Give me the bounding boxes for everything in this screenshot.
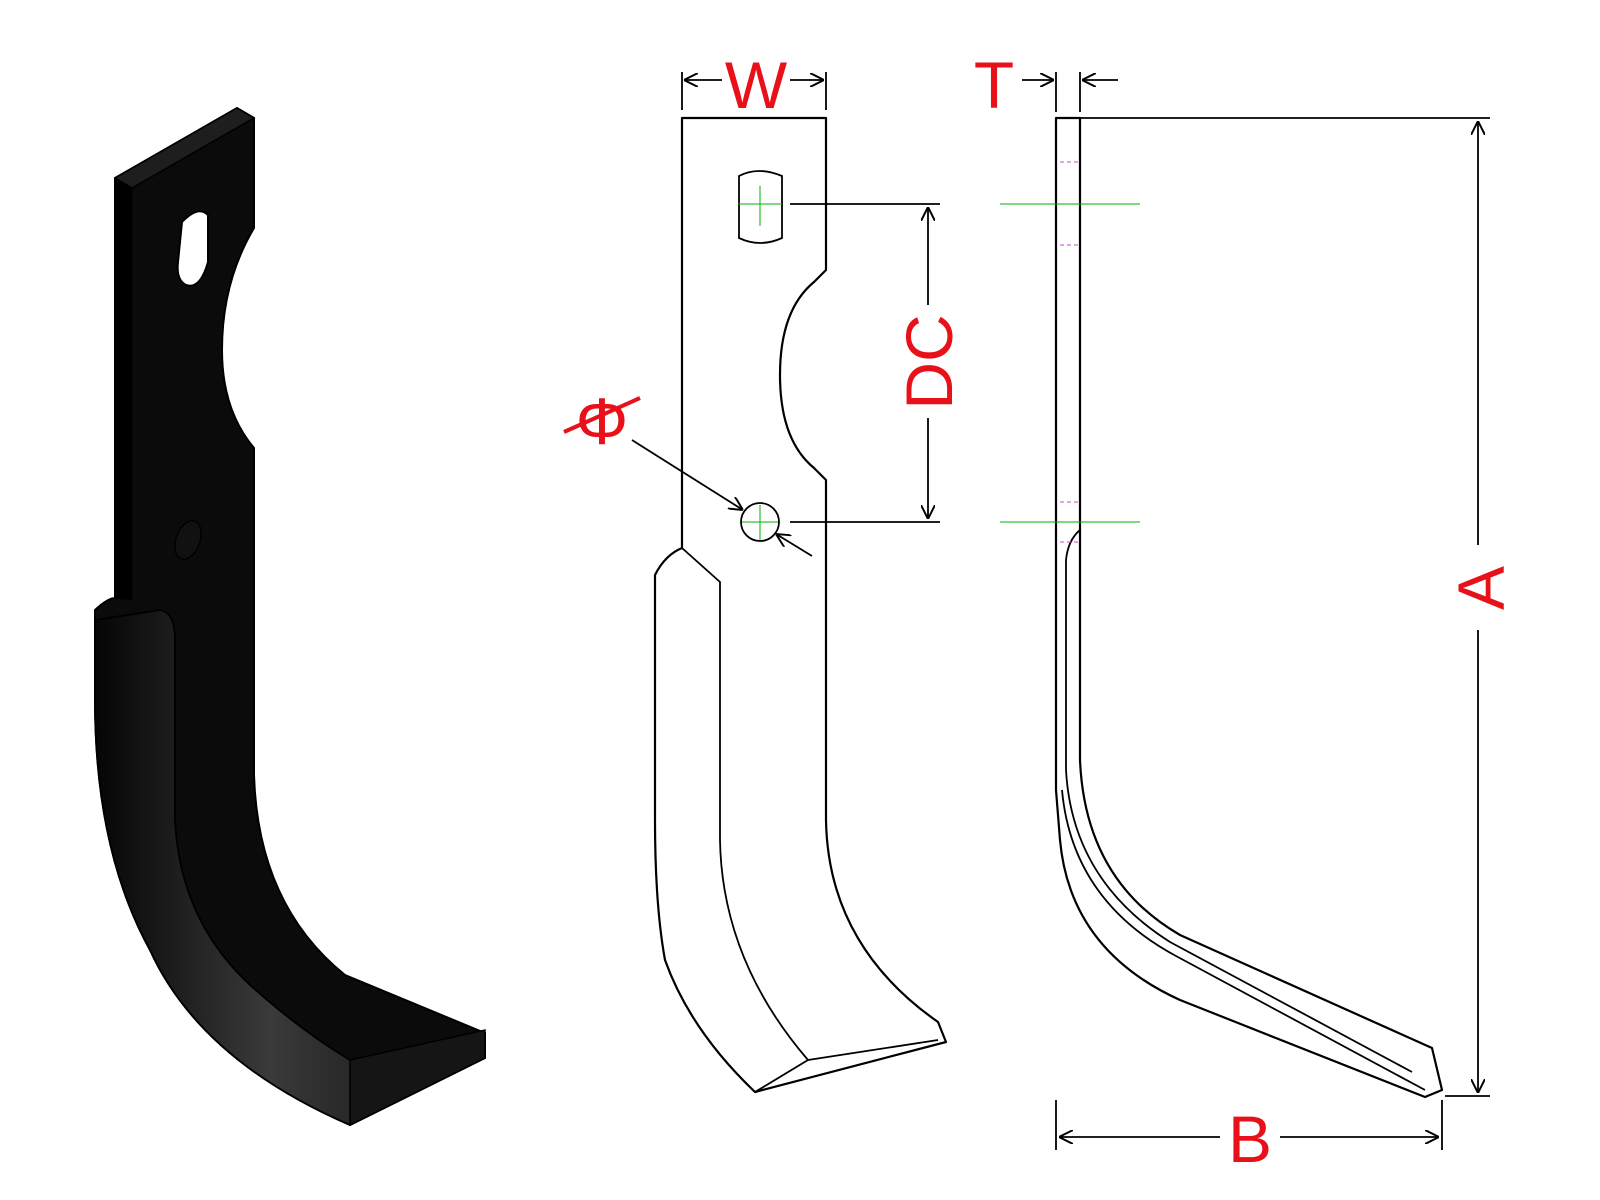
side-view <box>1000 116 1444 1099</box>
front-view-outline <box>653 116 948 1094</box>
width-dimension: W <box>681 48 827 122</box>
side-view-hidden-top <box>1060 161 1080 246</box>
front-slot-hole <box>738 170 783 244</box>
front-view-tip2 <box>754 1059 809 1093</box>
shank-side-face <box>114 177 133 601</box>
hole-diameter-label: Φ <box>576 384 629 458</box>
side-view-hidden-bot <box>1060 501 1080 543</box>
thickness-label: T <box>974 48 1014 122</box>
front-view-tip <box>807 1039 939 1061</box>
isometric-blade-view <box>94 106 486 1127</box>
hole-center-mark <box>742 505 778 540</box>
reach-dimension: B <box>1055 1100 1443 1176</box>
iso-round-hole <box>174 520 202 560</box>
height-dimension: A <box>1080 117 1518 1097</box>
width-label: W <box>725 48 788 122</box>
front-view <box>653 116 948 1094</box>
blade-tip-bevel <box>349 1029 486 1127</box>
hole-distance-dimension: DC <box>790 203 966 523</box>
hole-distance-label: DC <box>892 314 966 409</box>
hole-diameter-dimension: Φ <box>563 384 813 557</box>
thickness-dimension: T <box>974 48 1118 122</box>
iso-slot-hole <box>176 210 209 287</box>
side-view-inner-2 <box>1061 789 1426 1091</box>
side-view-outline <box>1054 116 1444 1099</box>
slot-center-mark <box>738 186 782 226</box>
phi-slash <box>563 396 641 434</box>
blade-edge-line <box>174 640 351 1061</box>
height-label: A <box>1444 566 1518 610</box>
reach-label: B <box>1228 1102 1272 1176</box>
front-view-bevel <box>681 547 809 1061</box>
